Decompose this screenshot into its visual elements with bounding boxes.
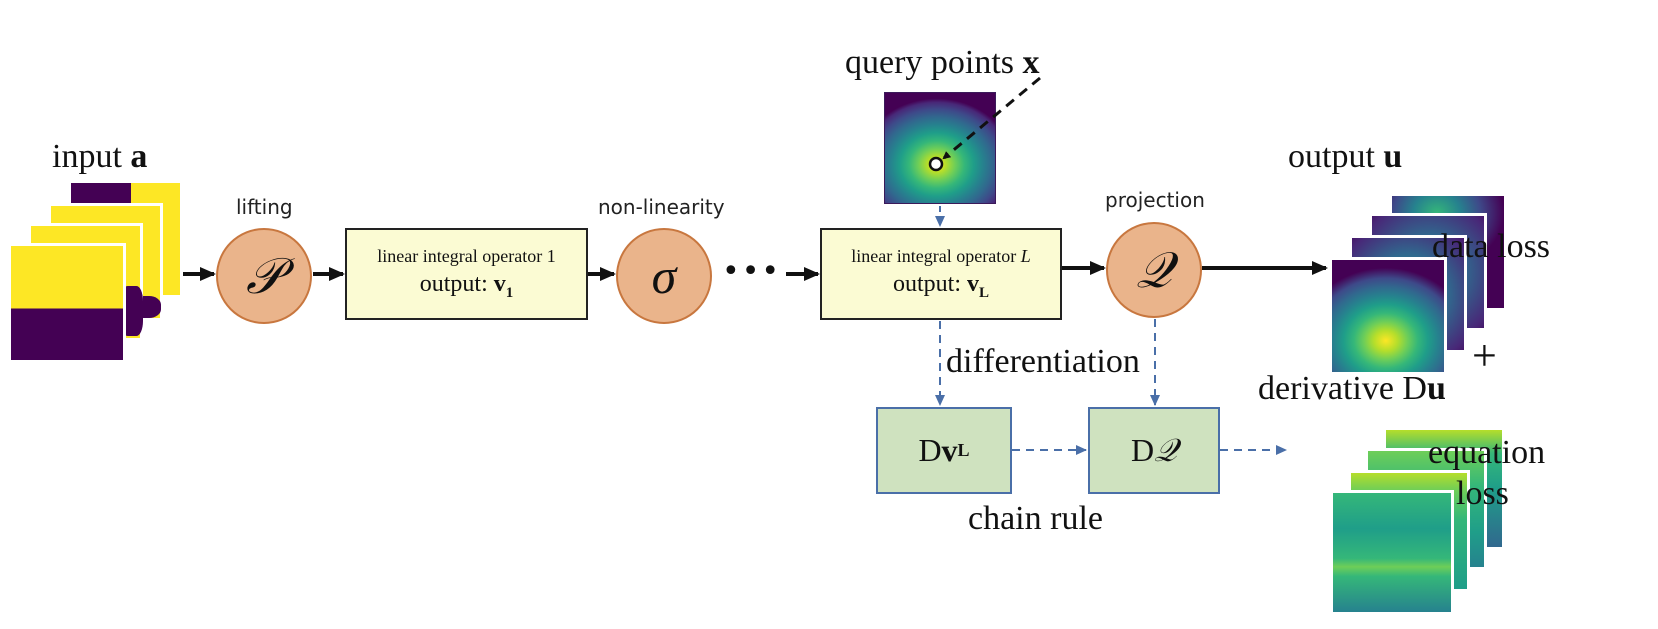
input-variable: a bbox=[130, 138, 148, 175]
operator-L-output-var: v bbox=[967, 271, 979, 298]
operator-1-output: output: v1 bbox=[420, 271, 514, 302]
operator-L-output-sub: L bbox=[979, 284, 990, 301]
linear-integral-operator-L[interactable]: linear integral operator L output: vL bbox=[820, 228, 1062, 320]
query-heatmap bbox=[884, 92, 996, 204]
nonlinearity-node[interactable]: σ bbox=[616, 228, 712, 324]
sigma-symbol: σ bbox=[651, 248, 677, 304]
operator-L-output-prefix: output: bbox=[892, 271, 967, 298]
dq-var: 𝒬 bbox=[1154, 431, 1178, 468]
derivative-label-text: derivative D bbox=[1258, 370, 1427, 407]
dvl-var: v bbox=[941, 432, 958, 468]
lifting-node[interactable]: 𝒫 bbox=[216, 228, 312, 324]
query-points-label: query points x bbox=[845, 46, 1040, 80]
operator-L-title-var: L bbox=[1020, 246, 1031, 267]
lifting-label: lifting bbox=[236, 195, 293, 219]
plus-sign: + bbox=[1472, 331, 1497, 380]
query-point-pointer bbox=[942, 76, 1041, 160]
dq-prefix: D bbox=[1130, 432, 1155, 468]
projection-label: projection bbox=[1105, 188, 1205, 212]
operator-1-title: linear integral operator 1 bbox=[377, 246, 556, 267]
projection-node[interactable]: 𝒬 bbox=[1106, 222, 1202, 318]
query-variable: x bbox=[1022, 44, 1040, 81]
differentiation-label: differentiation bbox=[946, 343, 1140, 380]
data-loss-label: data loss bbox=[1432, 228, 1551, 265]
output-label: output u bbox=[1288, 140, 1402, 174]
dvl-sub: L bbox=[957, 440, 970, 460]
query-label-text: query points bbox=[845, 44, 1023, 81]
input-label: input a bbox=[52, 140, 147, 174]
nonlinearity-label: non-linearity bbox=[598, 195, 725, 219]
dvl-prefix: D bbox=[918, 432, 942, 468]
q-symbol: 𝒬 bbox=[1136, 241, 1172, 298]
derivative-image-1 bbox=[1330, 490, 1454, 615]
ellipsis: ••• bbox=[722, 254, 782, 289]
equation-loss-line1: equation bbox=[1428, 434, 1546, 471]
operator-L-title: linear integral operator L bbox=[851, 246, 1030, 267]
equation-loss-line2: loss bbox=[1456, 475, 1509, 512]
linear-integral-operator-1[interactable]: linear integral operator 1 output: v1 bbox=[345, 228, 588, 320]
lifting-symbol: 𝒫 bbox=[245, 247, 283, 304]
output-variable: u bbox=[1383, 138, 1403, 175]
operator-1-output-sub: 1 bbox=[505, 284, 514, 301]
output-label-text: output bbox=[1288, 138, 1384, 175]
chain-rule-label: chain rule bbox=[968, 500, 1103, 537]
input-label-text: input bbox=[52, 138, 131, 175]
output-image-1 bbox=[1329, 257, 1447, 375]
operator-1-output-var: v bbox=[493, 271, 506, 298]
derivative-variable: u bbox=[1427, 370, 1446, 407]
input-image-1 bbox=[8, 243, 126, 363]
operator-L-output: output: vL bbox=[893, 271, 989, 302]
operator-L-title-prefix: linear integral operator bbox=[851, 246, 1021, 267]
query-point-marker bbox=[928, 156, 944, 172]
derivative-label: derivative Du bbox=[1258, 372, 1446, 406]
operator-1-output-prefix: output: bbox=[419, 271, 494, 298]
